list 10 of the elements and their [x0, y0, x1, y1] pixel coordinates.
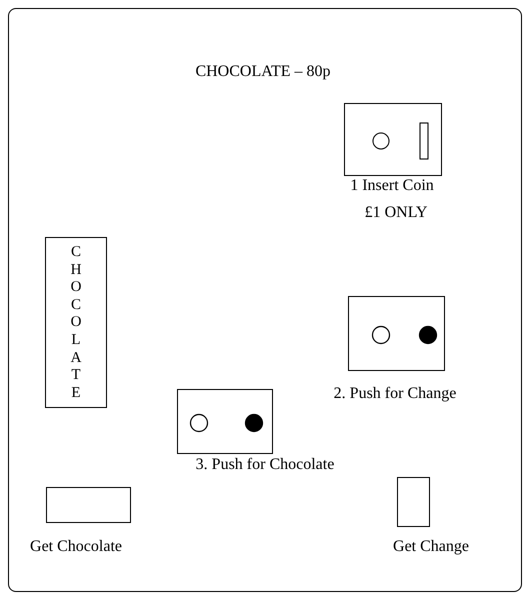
machine-panel: [8, 8, 522, 592]
title: CHOCOLATE – 80p: [195, 63, 331, 82]
vertical-label: CHOCOLATE: [70, 244, 82, 402]
vertical-sign-panel: [45, 237, 107, 408]
button-label: Get Chocolate: [30, 538, 122, 556]
note: £1 ONLY: [364, 204, 428, 222]
button-label: 3. Push for Chocolate: [196, 456, 334, 474]
button-label: 2. Push for Change: [334, 385, 456, 404]
button-label: Get Change: [393, 538, 469, 556]
button-label: 1 Insert Coin: [350, 177, 434, 196]
